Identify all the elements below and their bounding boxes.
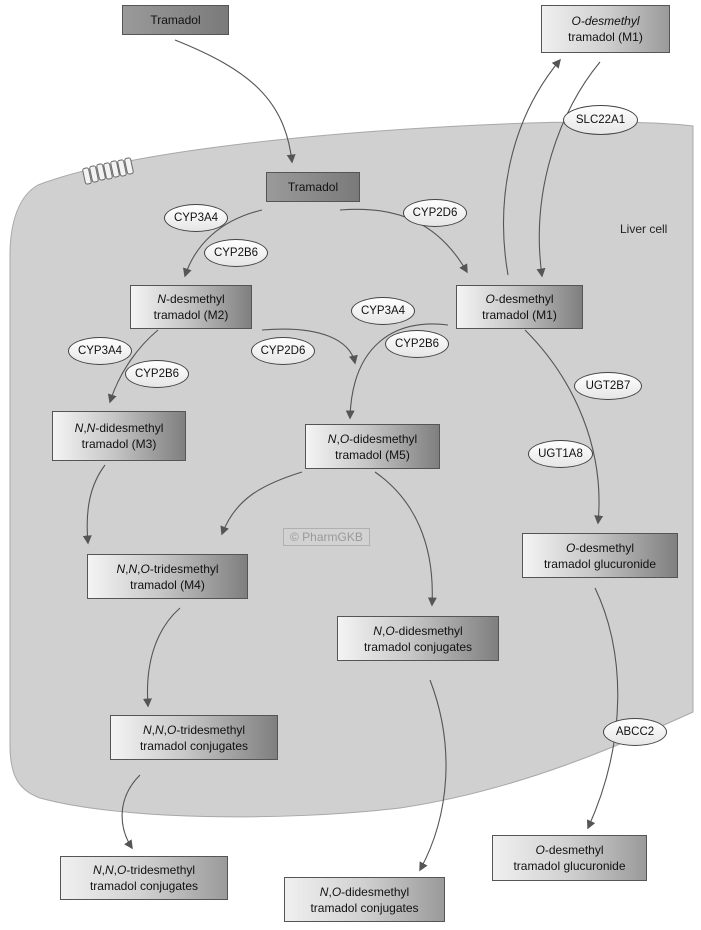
- enzyme-abcc2: ABCC2: [603, 718, 667, 746]
- box-label-line-1: O-desmethyl: [571, 14, 640, 28]
- m1-glucuronide-outside-box: O-desmethyl tramadol glucuronide: [492, 835, 647, 881]
- enzyme-cyp3a4-tramadol-to-m2: CYP3A4: [164, 204, 228, 232]
- arrow-m1-to-m5: [345, 323, 449, 420]
- m4-box: N,N,O-tridesmethyl tramadol (M4): [87, 554, 248, 599]
- arrow-m4conj-efflux: [121, 774, 141, 850]
- box-label-line-1: N,O-didesmethyl: [327, 431, 418, 446]
- tramadol-inside-box: Tramadol: [266, 172, 360, 202]
- box-label-line-1: N,N-didesmethyl: [74, 421, 164, 435]
- arrow-glucuronide-efflux: [587, 587, 619, 830]
- arrow-m3-to-m4: [82, 464, 106, 545]
- box-label-line-2: tramadol (M5): [335, 447, 410, 462]
- enzyme-ugt1a8: UGT1A8: [528, 440, 593, 468]
- box-label-line-2: tramadol (M1): [568, 30, 643, 44]
- arrow-m5-to-m4: [220, 471, 303, 536]
- box-label-line-2: tramadol conjugates: [139, 738, 249, 753]
- arrow-m1-uptake: [536, 61, 601, 278]
- box-label-line-2: tramadol (M3): [81, 437, 157, 451]
- box-label-line-1: N,O-didesmethyl: [373, 623, 463, 638]
- arrow-m1-to-glucuronide: [524, 329, 604, 525]
- box-label-line-1: O-desmethyl: [535, 843, 604, 857]
- box-label-line-1: O-desmethyl: [485, 292, 554, 306]
- arrow-m5conj-efflux: [419, 679, 447, 872]
- arrow-m5-to-conjugates: [374, 471, 437, 607]
- watermark: © PharmGKB: [283, 528, 370, 546]
- arrow-m2-to-m5: [261, 328, 358, 365]
- box-label-line-2: tramadol (M1): [482, 308, 557, 322]
- box-label-line-1: N-desmethyl: [157, 292, 225, 306]
- box-label-line-1: N,O-didesmethyl: [319, 884, 410, 899]
- box-label-line-1: O-desmethyl: [565, 540, 635, 555]
- m4-conjugates-inside-box: N,N,O-tridesmethyl tramadol conjugates: [110, 715, 278, 760]
- m1-outside-box: O-desmethyl tramadol (M1): [541, 5, 670, 53]
- box-label-line-1: N,N,O-tridesmethyl: [116, 561, 219, 576]
- arrow-m1-efflux: [503, 58, 561, 276]
- box-label: Tramadol: [150, 13, 201, 27]
- enzyme-cyp2d6-m2-to-m5: CYP2D6: [251, 337, 315, 365]
- membrane-transporter-icon: [82, 157, 134, 185]
- m5-conjugates-inside-box: N,O-didesmethyl tramadol conjugates: [337, 616, 499, 661]
- enzyme-cyp2b6-m2-to-m3: CYP2B6: [125, 360, 189, 388]
- box-label-line-2: tramadol conjugates: [310, 900, 419, 915]
- arrow-m2-to-m3: [107, 329, 159, 404]
- m5-box: N,O-didesmethyl tramadol (M5): [305, 424, 440, 469]
- box-label-line-1: N,N,O-tridesmethyl: [142, 722, 246, 737]
- m5-conjugates-outside-box: N,O-didesmethyl tramadol conjugates: [284, 877, 445, 922]
- enzyme-slc22a1: SLC22A1: [563, 105, 638, 135]
- box-label: Tramadol: [287, 180, 339, 194]
- enzyme-cyp2d6-tramadol-to-m1: CYP2D6: [403, 199, 467, 227]
- m1-inside-box: O-desmethyl tramadol (M1): [456, 285, 583, 329]
- tramadol-outside-box: Tramadol: [122, 5, 229, 35]
- enzyme-cyp3a4-m1-to-m5: CYP3A4: [351, 297, 415, 325]
- m4-conjugates-outside-box: N,N,O-tridesmethyl tramadol conjugates: [60, 856, 228, 900]
- liver-cell-shape: [9, 121, 694, 818]
- arrow-tramadol-to-m2: [183, 209, 263, 278]
- arrow-m4-to-conjugates: [142, 607, 181, 708]
- box-label-line-2: tramadol (M4): [130, 577, 205, 592]
- box-label-line-1: N,N,O-tridesmethyl: [92, 863, 196, 877]
- enzyme-cyp2b6-m1-to-m5: CYP2B6: [385, 330, 449, 358]
- arrow-tramadol-uptake: [174, 39, 296, 164]
- box-label-line-2: tramadol glucuronide: [543, 556, 657, 571]
- liver-cell-label: Liver cell: [620, 222, 668, 236]
- enzyme-cyp2b6-tramadol-to-m2: CYP2B6: [204, 239, 268, 267]
- m3-box: N,N-didesmethyl tramadol (M3): [52, 411, 186, 461]
- box-label-line-2: tramadol glucuronide: [513, 859, 626, 873]
- m1-glucuronide-inside-box: O-desmethyl tramadol glucuronide: [522, 533, 678, 578]
- box-label-line-2: tramadol (M2): [153, 308, 229, 322]
- box-label-line-2: tramadol conjugates: [363, 639, 473, 654]
- box-label-line-2: tramadol conjugates: [89, 879, 199, 893]
- enzyme-ugt2b7: UGT2B7: [574, 372, 642, 400]
- m2-box: N-desmethyl tramadol (M2): [130, 285, 252, 329]
- enzyme-cyp3a4-m2-to-m3: CYP3A4: [68, 337, 132, 365]
